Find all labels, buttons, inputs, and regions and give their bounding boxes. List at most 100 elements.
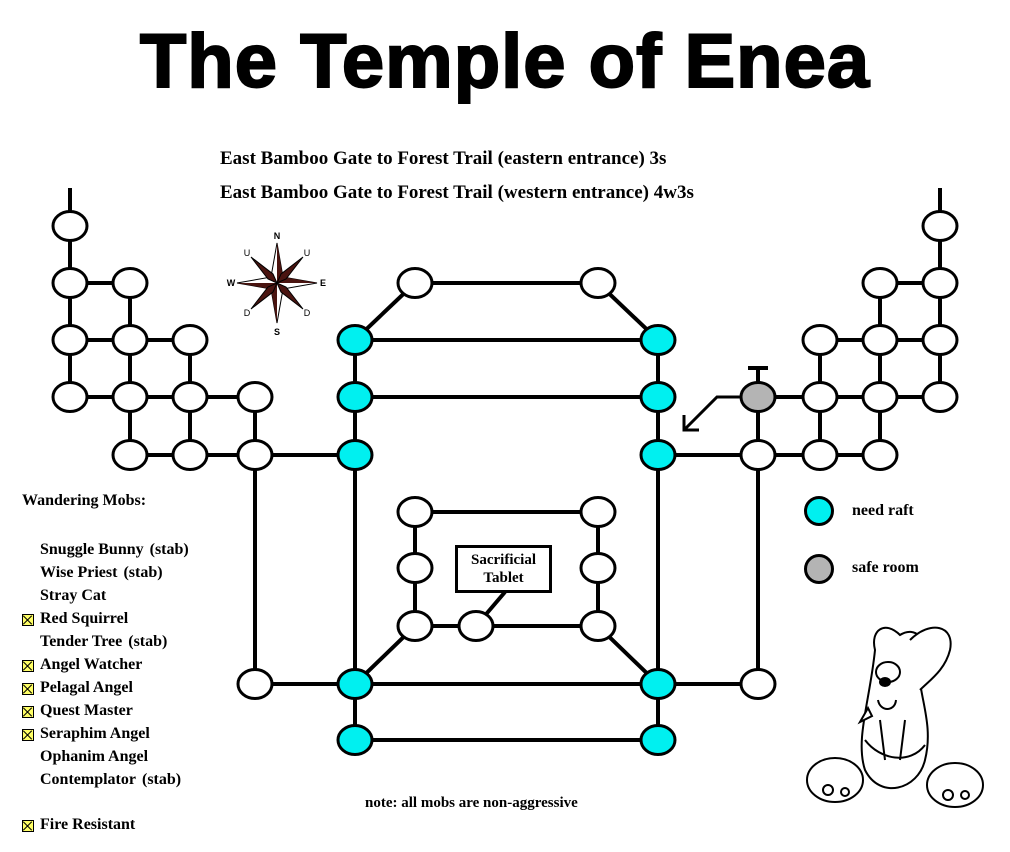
map-room	[396, 610, 434, 642]
mob-note: (stab)	[128, 633, 168, 650]
mob-name: Red Squirrel	[40, 610, 129, 627]
compass-down-left: D	[244, 308, 251, 318]
compass-up-right: U	[304, 248, 311, 258]
map-room	[396, 267, 434, 299]
sacrificial-tablet-label: Sacrificial Tablet	[455, 545, 552, 593]
entrance-arrow	[682, 395, 748, 432]
legend-safe-label: safe room	[852, 559, 919, 576]
mob-name: Angel Watcher	[40, 656, 143, 673]
mob-name: Seraphim Angel	[40, 725, 150, 742]
aggression-note: note: all mobs are non-aggressive	[365, 795, 578, 811]
map-room-raft	[639, 668, 677, 700]
map-room	[111, 267, 149, 299]
mob-item: Tender Tree (stab)	[22, 632, 189, 655]
map-room	[171, 381, 209, 413]
map-room-raft	[336, 439, 374, 471]
legend-raft-swatch	[804, 496, 834, 526]
mob-item: Angel Watcher	[22, 655, 189, 678]
map-room	[861, 267, 899, 299]
map-room	[457, 610, 495, 642]
map-room	[111, 324, 149, 356]
mob-item: Red Squirrel	[22, 609, 189, 632]
map-room	[801, 381, 839, 413]
map-room	[51, 324, 89, 356]
mob-item: Snuggle Bunny(stab)	[22, 540, 189, 563]
map-room	[921, 210, 959, 242]
legend-raft-label: need raft	[852, 502, 914, 519]
map-room	[51, 381, 89, 413]
direction-eastern-entrance: East Bamboo Gate to Forest Trail (easter…	[220, 148, 667, 169]
mob-item: Quest Master	[22, 701, 189, 724]
rabbit-mascot-illustration	[806, 626, 984, 808]
map-room	[236, 439, 274, 471]
checkbox-icon	[22, 683, 34, 695]
mob-name: Wise Priest	[40, 564, 118, 581]
map-room	[236, 668, 274, 700]
map-room-raft	[639, 439, 677, 471]
mob-item: Ophanim Angel	[22, 747, 189, 770]
map-room-raft	[336, 724, 374, 756]
checkbox-icon	[22, 820, 34, 832]
map-room	[396, 496, 434, 528]
direction-western-entrance: East Bamboo Gate to Forest Trail (wester…	[220, 182, 694, 203]
map-room	[739, 439, 777, 471]
checkbox-icon	[22, 660, 34, 672]
legend-safe-swatch	[804, 554, 834, 584]
checkbox-icon	[22, 729, 34, 741]
map-room	[861, 381, 899, 413]
map-room	[111, 381, 149, 413]
map-room-raft	[336, 668, 374, 700]
fire-resistant-label: Fire Resistant	[40, 816, 136, 833]
compass-down-right: D	[304, 308, 311, 318]
map-room	[921, 267, 959, 299]
map-room-raft	[639, 381, 677, 413]
compass-s: S	[274, 327, 280, 337]
compass-n: N	[274, 231, 281, 241]
map-title: The Temple of Enea	[139, 19, 871, 104]
tablet-line-2: Tablet	[483, 570, 524, 586]
mob-name: Contemplator	[40, 771, 136, 788]
map-room	[579, 267, 617, 299]
mob-note: (stab)	[123, 564, 163, 581]
map-room-raft	[639, 724, 677, 756]
mob-name: Quest Master	[40, 702, 133, 719]
map-room-raft	[336, 381, 374, 413]
map-room	[171, 439, 209, 471]
mob-item: Contemplator(stab)	[22, 770, 189, 793]
map-room	[51, 210, 89, 242]
map-room	[921, 381, 959, 413]
compass-rose-icon: N S E W U U D D	[227, 231, 326, 337]
map-room	[801, 324, 839, 356]
wandering-mobs-heading: Wandering Mobs:	[22, 492, 147, 509]
map-room-safe	[739, 381, 777, 413]
map-room	[861, 324, 899, 356]
map-room	[801, 439, 839, 471]
map-room-raft	[639, 324, 677, 356]
map-room	[51, 267, 89, 299]
map-room	[396, 552, 434, 584]
mob-name: Tender Tree	[40, 633, 123, 650]
map-room	[579, 496, 617, 528]
compass-e: E	[320, 278, 326, 288]
map-room	[861, 439, 899, 471]
map-room	[739, 668, 777, 700]
mob-list: Snuggle Bunny(stab)Wise Priest (stab) Stra…	[22, 540, 189, 793]
fire-resistant-key: Fire Resistant	[22, 815, 135, 835]
compass-w: W	[227, 278, 236, 288]
map-room	[579, 610, 617, 642]
checkbox-icon	[22, 614, 34, 626]
mob-item: Seraphim Angel	[22, 724, 189, 747]
checkbox-icon	[22, 706, 34, 718]
map-room	[921, 324, 959, 356]
mob-name: Stray Cat	[40, 587, 107, 604]
mob-note: (stab)	[149, 541, 189, 558]
map-room-raft	[336, 324, 374, 356]
map-room	[579, 552, 617, 584]
map-room	[236, 381, 274, 413]
tablet-line-1: Sacrificial	[471, 552, 536, 568]
mob-name: Ophanim Angel	[40, 748, 149, 765]
mob-item: Stray Cat	[22, 586, 189, 609]
mob-item: Wise Priest (stab)	[22, 563, 189, 586]
map-room	[171, 324, 209, 356]
